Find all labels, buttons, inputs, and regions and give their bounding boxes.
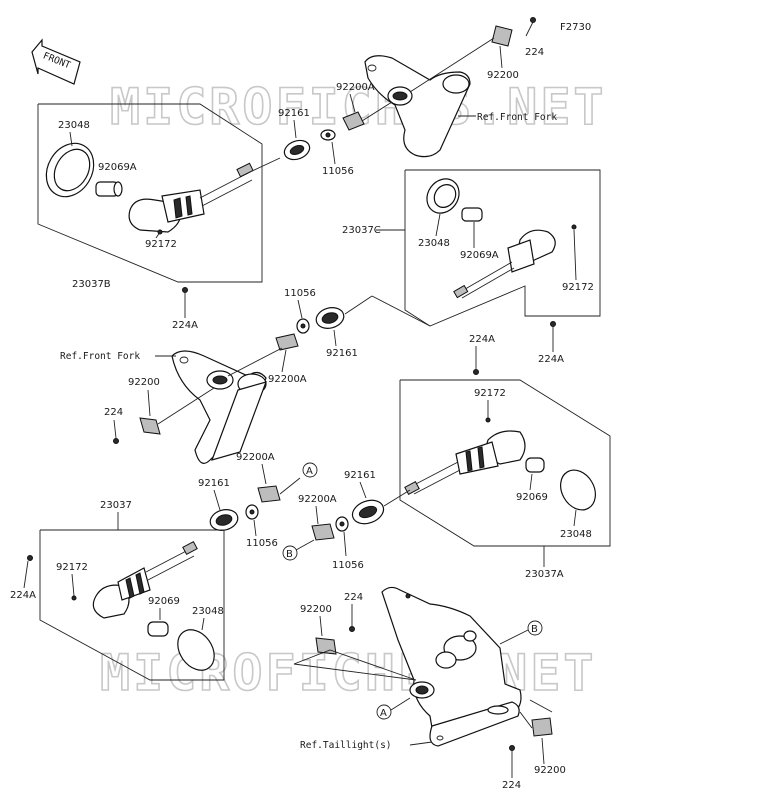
lens-23048-tl xyxy=(45,142,95,198)
label-92161-c: 92161 xyxy=(198,478,230,489)
license-plate-bracket xyxy=(381,586,522,747)
fork-bracket-top xyxy=(364,55,471,158)
ref-taillight: Ref.Taillight(s) xyxy=(300,740,392,751)
clip-92200A-c xyxy=(257,485,281,503)
lens-23048-r xyxy=(426,178,460,214)
label-92069A-tl: 92069A xyxy=(98,162,137,173)
bracket-23037B xyxy=(37,103,263,283)
label-11056-mid: 11056 xyxy=(284,288,316,299)
screw-224-br xyxy=(509,745,515,751)
screw-224A-mr xyxy=(473,369,479,375)
clip-92200-mid xyxy=(139,417,161,435)
bracket-23037 xyxy=(39,529,225,681)
label-92172-tl: 92172 xyxy=(145,239,177,250)
label-92200-mid: 92200 xyxy=(128,377,160,388)
grommet-92161-c xyxy=(209,509,239,531)
label-224A-r: 224A xyxy=(538,354,564,365)
label-92161-mid: 92161 xyxy=(326,348,358,359)
label-224-top: 224 xyxy=(525,47,544,58)
label-224A-bl: 224A xyxy=(10,590,36,601)
screw-224-b xyxy=(349,626,355,632)
label-92172-r: 92172 xyxy=(562,282,594,293)
label-92200-br: 92200 xyxy=(534,765,566,776)
bulb-92069A-tl xyxy=(95,181,123,197)
label-23037C: 23037C xyxy=(342,225,381,236)
label-92172-bl: 92172 xyxy=(56,562,88,573)
nut-11056-mid xyxy=(296,318,310,334)
circle-b-bottom-label: B xyxy=(531,624,538,635)
signal-body-tl xyxy=(128,157,281,233)
label-23048-r: 23048 xyxy=(418,238,450,249)
circle-b-bottom xyxy=(527,620,543,636)
label-92172-mr: 92172 xyxy=(474,388,506,399)
label-92161-top: 92161 xyxy=(278,108,310,119)
label-92200A-c2: 92200A xyxy=(298,494,337,505)
front-arrow-icon: FRONT xyxy=(31,38,81,85)
label-92200A-mid: 92200A xyxy=(268,374,307,385)
circle-a-mid xyxy=(302,462,318,478)
circle-b-mid xyxy=(282,545,298,561)
label-92161-mr: 92161 xyxy=(344,470,376,481)
leader-bottom-triangle xyxy=(293,649,417,681)
clip-92200A-c2 xyxy=(311,523,335,541)
clip-92200A-top xyxy=(342,111,365,131)
bulb-92069A-r xyxy=(461,207,483,222)
bracket-23037A xyxy=(399,379,611,547)
signal-body-mr xyxy=(404,430,526,496)
fork-bracket-mid xyxy=(171,350,267,464)
label-23037B: 23037B xyxy=(72,279,111,290)
nut-11056-c2 xyxy=(335,516,349,532)
label-11056-c2: 11056 xyxy=(332,560,364,571)
clip-92200-top xyxy=(491,25,513,47)
figure-code: F2730 xyxy=(560,22,591,33)
clip-92200-br xyxy=(531,717,553,737)
signal-body-r xyxy=(453,229,556,299)
watermark-bottom: MICROFICHES.NET xyxy=(100,644,597,702)
bulb-92069-mr xyxy=(525,457,545,473)
signal-body-bl xyxy=(92,540,198,619)
lens-23048-mr xyxy=(560,469,596,511)
label-23048-tl: 23048 xyxy=(58,120,90,131)
grommet-92161-top xyxy=(283,139,311,161)
label-92200A-top: 92200A xyxy=(336,82,375,93)
screw-224A-tl xyxy=(182,287,188,293)
screw-224-mid xyxy=(113,438,119,444)
grommet-92161-mid xyxy=(315,307,345,329)
label-92069A-r: 92069A xyxy=(460,250,499,261)
clip-92200A-mid xyxy=(275,333,299,351)
circle-a-bottom xyxy=(376,704,392,720)
label-92069-bl: 92069 xyxy=(148,596,180,607)
label-92200-top: 92200 xyxy=(487,70,519,81)
circle-a-bottom-label: A xyxy=(380,708,387,719)
label-92069-mr: 92069 xyxy=(516,492,548,503)
label-11056-top: 11056 xyxy=(322,166,354,177)
nut-11056-c xyxy=(245,504,259,520)
label-92200-b: 92200 xyxy=(300,604,332,615)
label-224-br: 224 xyxy=(502,780,521,791)
label-23048-mr: 23048 xyxy=(560,529,592,540)
label-23037A: 23037A xyxy=(525,569,564,580)
screw-224A-r xyxy=(550,321,556,327)
label-92200A-c: 92200A xyxy=(236,452,275,463)
nut-11056-top xyxy=(320,129,336,141)
ref-front-fork-mid: Ref.Front Fork xyxy=(60,351,140,362)
label-23037: 23037 xyxy=(100,500,132,511)
label-224A-mr: 224A xyxy=(469,334,495,345)
screw-224A-bl xyxy=(27,555,33,561)
bracket-23037C xyxy=(404,169,601,327)
label-224-mid: 224 xyxy=(104,407,123,418)
screw-224-top xyxy=(525,17,536,37)
ref-front-fork-top: Ref.Front Fork xyxy=(477,112,557,123)
lens-23048-bl xyxy=(177,629,215,671)
label-224A-tl: 224A xyxy=(172,320,198,331)
label-224-b: 224 xyxy=(344,592,363,603)
bulb-92069-bl xyxy=(147,621,169,637)
label-23048-bl: 23048 xyxy=(192,606,224,617)
label-11056-c: 11056 xyxy=(246,538,278,549)
grommet-92161-mr xyxy=(351,499,385,525)
circle-b-mid-label: B xyxy=(286,549,293,560)
circle-a-mid-label: A xyxy=(306,466,313,477)
